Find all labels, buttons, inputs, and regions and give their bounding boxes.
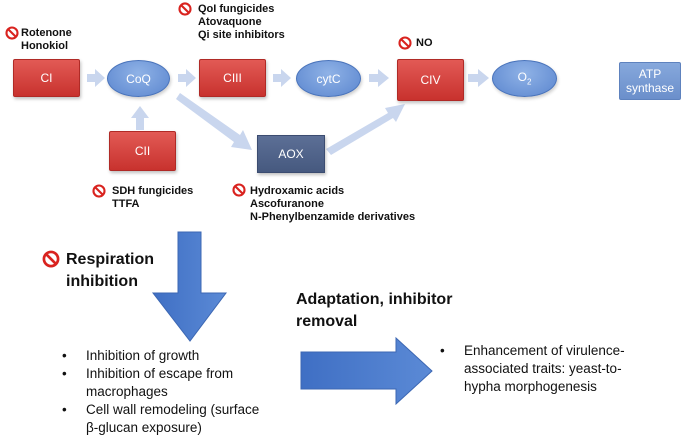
complex-ii-label: CII — [134, 144, 151, 158]
aox-box: AOX — [257, 135, 325, 173]
arrow-cii-to-coq — [131, 106, 149, 130]
arrow-civ-to-o2 — [468, 69, 489, 87]
adaptation-effects-list: Enhancement of virulence- associated tra… — [436, 342, 681, 396]
adaptation-title: Adaptation, inhibitor removal — [296, 289, 452, 333]
cytc-label: cytC — [316, 71, 341, 86]
arrow-ciii-to-cytc — [273, 69, 291, 87]
complex-i-label: CI — [40, 71, 53, 85]
coq-label: CoQ — [126, 71, 151, 86]
cytc-ellipse: cytC — [296, 60, 361, 97]
atp-synthase-label-line2: synthase — [625, 81, 675, 95]
aox-inhibitor: N-Phenylbenzamide derivatives — [250, 211, 416, 223]
ciii-inhibitor: Atovaquone — [198, 16, 262, 28]
aox-inhibitor: Ascofuranone — [250, 198, 324, 210]
arrow-aox-to-civ — [326, 104, 405, 155]
respiration-title-line1: Respiration — [66, 251, 155, 268]
respiration-inhibition-title: Respiration inhibition — [66, 249, 154, 293]
atp-synthase-box: ATP synthase — [619, 62, 681, 100]
complex-i-box: CI — [13, 59, 80, 97]
no-entry-icon-respiration — [42, 250, 60, 268]
adaptation-title-line2: removal — [296, 313, 358, 330]
respiration-down-arrow — [151, 231, 227, 342]
cii-inhibitors: SDH fungicides TTFA — [112, 185, 193, 211]
oxygen-ellipse: O2 — [492, 60, 557, 97]
complex-iii-box: CIII — [199, 59, 266, 97]
no-entry-icon-ciii — [178, 2, 192, 16]
cii-inhibitor: TTFA — [112, 198, 140, 210]
atp-synthase-label-line1: ATP — [638, 67, 662, 81]
respiration-title-line2: inhibition — [66, 273, 138, 290]
no-entry-icon-aox — [232, 183, 246, 197]
civ-inhibitor: NO — [416, 37, 433, 49]
respiration-effects-list: Inhibition of growth Inhibition of escap… — [58, 347, 328, 437]
complex-ii-box: CII — [109, 131, 176, 171]
arrow-coq-to-aox — [176, 93, 252, 150]
aox-label: AOX — [278, 147, 304, 161]
arrow-ci-to-coq — [87, 69, 105, 87]
ci-inhibitors: Rotenone Honokiol — [21, 27, 72, 53]
oxygen-subscript: 2 — [526, 77, 532, 87]
complex-iv-label: CIV — [420, 73, 441, 87]
no-entry-icon-civ — [398, 36, 412, 50]
ciii-inhibitors: QoI fungicides Atovaquone Qi site inhibi… — [198, 3, 285, 42]
cii-inhibitor: SDH fungicides — [112, 185, 194, 197]
arrow-coq-to-ciii — [178, 69, 196, 87]
oxygen-label: O2 — [517, 70, 532, 87]
list-item: Enhancement of virulence- associated tra… — [436, 342, 681, 396]
aox-inhibitors: Hydroxamic acids Ascofuranone N-Phenylbe… — [250, 185, 415, 224]
complex-iii-label: CIII — [223, 71, 242, 85]
arrow-cytc-to-civ — [369, 69, 389, 87]
ci-inhibitor: Rotenone — [21, 27, 72, 39]
ciii-inhibitor: QoI fungicides — [198, 3, 275, 15]
complex-iv-box: CIV — [397, 59, 464, 101]
adaptation-title-line1: Adaptation, inhibitor — [296, 291, 453, 308]
aox-inhibitor: Hydroxamic acids — [250, 185, 345, 197]
civ-inhibitors: NO — [416, 37, 433, 50]
ciii-inhibitor: Qi site inhibitors — [198, 29, 285, 41]
list-item: Inhibition of growth — [58, 347, 328, 365]
coq-ellipse: CoQ — [107, 60, 170, 97]
no-entry-icon-cii — [92, 184, 106, 198]
no-entry-icon-ci — [5, 26, 19, 40]
ci-inhibitor: Honokiol — [21, 40, 69, 52]
